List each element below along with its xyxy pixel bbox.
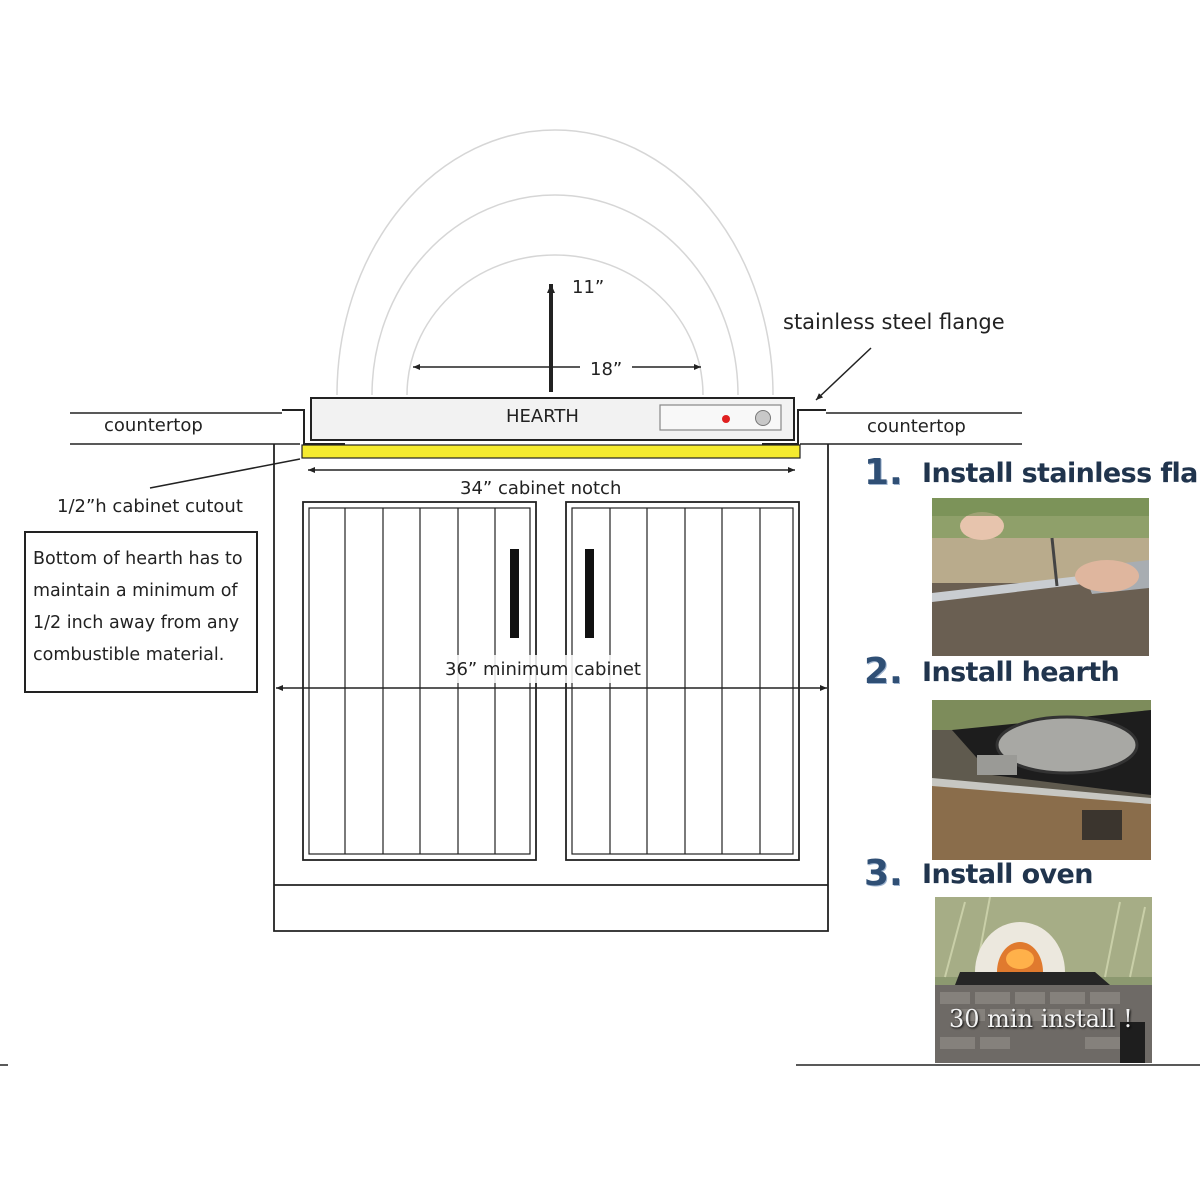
combustible-clearance-note: Bottom of hearth has to maintain a minim… <box>24 531 258 693</box>
flange-label: stainless steel flange <box>783 310 1005 334</box>
step-2-text: Install hearth <box>922 657 1120 688</box>
cabinet <box>273 444 829 932</box>
step-2-number: 2. <box>864 651 903 692</box>
photo-caption: 30 min install ! <box>949 1005 1133 1033</box>
step-3-number: 3. <box>864 853 903 894</box>
stainless-flange <box>282 409 826 445</box>
step-3-photo: 30 min install ! <box>935 897 1152 1063</box>
indicator-light-icon <box>722 415 730 423</box>
door-handle-right <box>585 549 594 638</box>
step-2: 2. Install hearth <box>864 651 1200 695</box>
step-3: 3. Install oven <box>864 853 1200 897</box>
cabinet-cutout-strip <box>301 444 801 459</box>
control-knob-icon <box>755 410 771 426</box>
step-2-photo <box>932 700 1151 860</box>
step-1-text: Install stainless flange <box>922 458 1200 489</box>
cutout-label: 1/2”h cabinet cutout <box>57 496 243 517</box>
step-1: 1. Install stainless flange <box>864 452 1200 496</box>
min-cabinet-label: 36” minimum cabinet <box>445 659 641 680</box>
opening-width-label: 18” <box>590 359 622 380</box>
door-handle-left <box>510 549 519 638</box>
cutout-leader-line <box>149 458 301 489</box>
cabinet-notch-label: 34” cabinet notch <box>460 478 621 499</box>
flange-leader-line <box>815 347 872 401</box>
note-text: Bottom of hearth has to maintain a minim… <box>33 549 243 665</box>
step-1-photo <box>932 498 1149 656</box>
countertop-left <box>70 412 300 445</box>
countertop-left-label: countertop <box>104 415 203 436</box>
hearth-label: HEARTH <box>506 406 579 427</box>
oven-dome-outline <box>336 129 774 396</box>
height-label: 11” <box>572 277 604 298</box>
countertop-right <box>800 412 1022 445</box>
step-1-number: 1. <box>864 452 903 493</box>
countertop-right-label: countertop <box>867 416 966 437</box>
step-3-text: Install oven <box>922 859 1093 890</box>
